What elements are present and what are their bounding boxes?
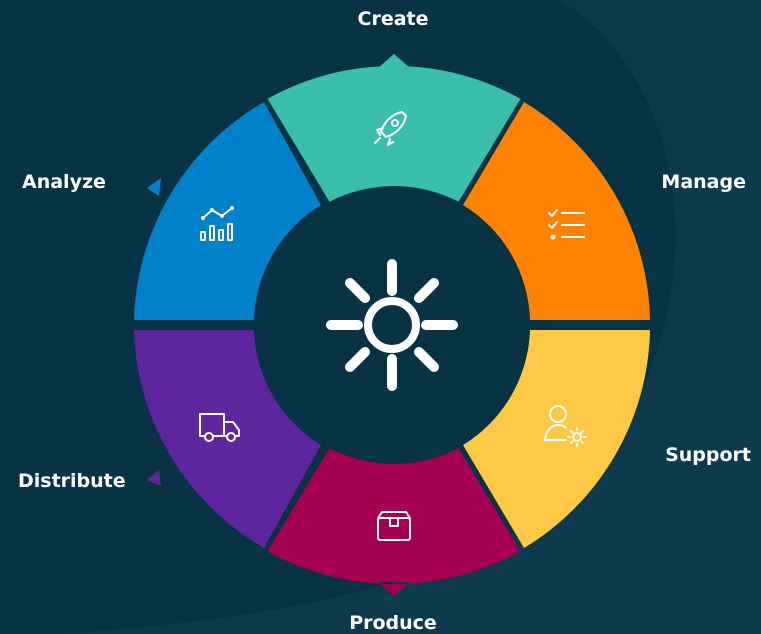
center-hub xyxy=(254,187,530,463)
segment-distribute[interactable] xyxy=(134,330,321,548)
background-swoosh xyxy=(60,0,761,634)
segment-create[interactable] xyxy=(267,54,521,202)
segment-produce[interactable] xyxy=(267,448,521,596)
truck-icon xyxy=(199,413,240,442)
segment-support[interactable] xyxy=(463,330,650,548)
segment-analyze[interactable] xyxy=(134,102,321,320)
user-gear-icon xyxy=(544,405,587,447)
label-support: Support xyxy=(665,444,751,466)
segment-produce-shape xyxy=(267,448,521,596)
label-manage: Manage xyxy=(661,171,746,193)
rocket-icon xyxy=(374,111,407,146)
analytics-icon xyxy=(200,206,234,241)
label-produce: Produce xyxy=(349,612,437,634)
sunburst-logo-icon xyxy=(326,259,458,391)
label-create: Create xyxy=(358,8,429,30)
segment-create-shape xyxy=(267,54,521,202)
label-distribute: Distribute xyxy=(18,470,126,492)
checklist-icon xyxy=(548,209,585,240)
segment-manage[interactable] xyxy=(463,102,650,320)
box-icon xyxy=(377,511,411,541)
label-analyze: Analyze xyxy=(22,171,106,193)
